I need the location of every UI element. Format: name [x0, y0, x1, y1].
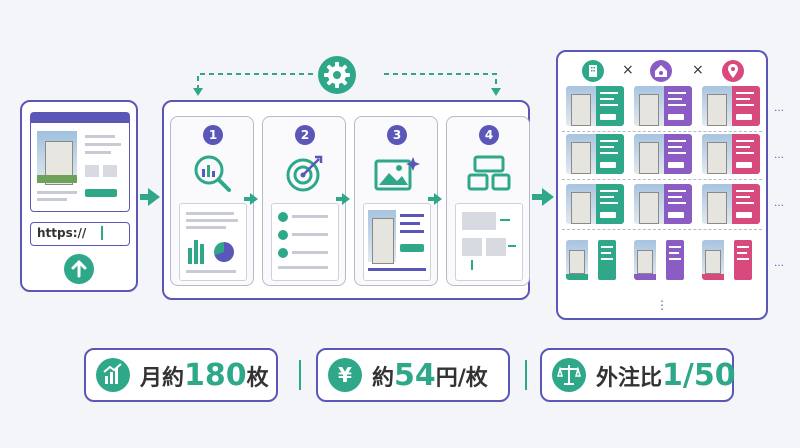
generated-ad-card: [566, 86, 624, 126]
times-sign: ×: [692, 62, 704, 78]
generated-ad-card: [634, 134, 692, 174]
flow-arrow: [542, 188, 554, 206]
report-document: [179, 203, 247, 281]
flow-arrow: [250, 193, 258, 205]
layout-document: [455, 203, 523, 281]
generated-ad-card: [702, 184, 760, 224]
generated-ad-card: [566, 134, 624, 174]
flow-arrow: [342, 193, 350, 205]
stat-cost-ratio: 外注比1/50: [540, 348, 734, 402]
step-2-badge: 2: [295, 125, 315, 145]
step-4-badge: 4: [479, 125, 499, 145]
step-3-badge: 3: [387, 125, 407, 145]
more-columns-ellipsis: …: [774, 198, 785, 209]
generated-document: [363, 203, 431, 281]
browser-titlebar: [31, 113, 129, 123]
yen-icon: ¥: [328, 358, 362, 392]
step-3-card: 3: [354, 116, 438, 286]
scale-icon: [552, 358, 586, 392]
flow-arrow: [434, 193, 442, 205]
growth-chart-icon: [96, 358, 130, 392]
stat-unit: 円/枚: [436, 366, 488, 391]
settings-button[interactable]: [318, 56, 356, 94]
more-columns-ellipsis: …: [774, 150, 785, 161]
url-input-text: https://: [37, 226, 86, 240]
input-panel: https://: [20, 100, 138, 292]
building-photo: [37, 131, 77, 183]
generated-ad-card: [702, 240, 760, 280]
row-separator: [562, 179, 762, 180]
location-pin-icon: [722, 60, 744, 82]
generated-ad-card: [634, 240, 692, 280]
step-2-card: 2: [262, 116, 346, 286]
stat-prefix: 月約: [140, 366, 184, 391]
stat-unit-cost: ¥ 約54円/枚: [316, 348, 510, 402]
stat-prefix: 約: [372, 366, 394, 391]
step-1-card: 1: [170, 116, 254, 286]
times-sign: ×: [622, 62, 634, 78]
more-columns-ellipsis: …: [774, 258, 785, 269]
row-separator: [562, 229, 762, 230]
home-settings-icon: [650, 60, 672, 82]
generated-ad-card: [566, 184, 624, 224]
stat-number: 54: [394, 358, 436, 393]
browser-window: [30, 112, 130, 212]
layout-icon: [465, 153, 513, 193]
row-separator: [562, 131, 762, 132]
stat-unit: 枚: [247, 366, 269, 391]
generated-ad-card: [702, 86, 760, 126]
generated-ad-card: [634, 184, 692, 224]
ai-image-icon: [373, 153, 421, 193]
generated-ad-card: [702, 134, 760, 174]
step-1-badge: 1: [203, 125, 223, 145]
step-4-card: 4: [446, 116, 530, 286]
stat-monthly-volume: 月約180枚: [84, 348, 278, 402]
stat-number: 1/50: [662, 358, 736, 393]
more-rows-ellipsis: ⋮: [656, 298, 668, 312]
building-type-icon: [582, 60, 604, 82]
upload-arrow-icon: [64, 254, 94, 284]
gear-icon: [318, 56, 356, 94]
checklist-document: [271, 203, 339, 281]
stat-number: 180: [184, 358, 247, 393]
analytics-search-icon: [191, 153, 235, 193]
divider: [525, 360, 527, 390]
divider: [299, 360, 301, 390]
generated-ad-card: [566, 240, 624, 280]
stat-prefix: 外注比: [596, 366, 662, 391]
upload-button[interactable]: [64, 254, 94, 284]
target-icon: [283, 153, 327, 193]
more-columns-ellipsis: …: [774, 103, 785, 114]
generated-ad-card: [634, 86, 692, 126]
url-input[interactable]: https://: [30, 222, 130, 246]
